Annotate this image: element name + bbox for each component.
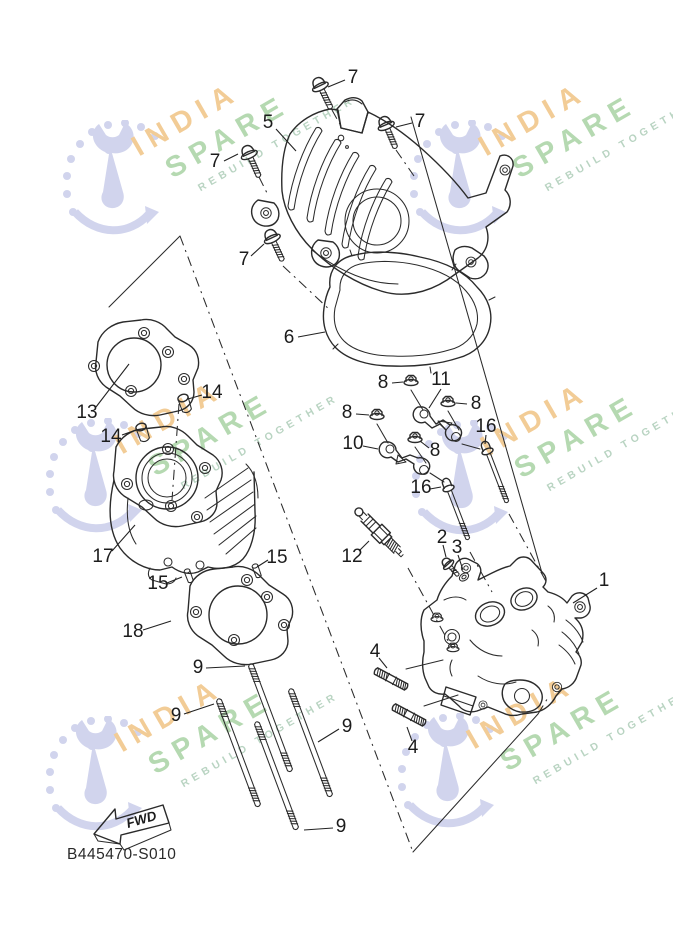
part-number-callout: 7 [238, 249, 250, 270]
part-number-callout: 16 [410, 477, 432, 498]
part-number-callout: 9 [170, 705, 182, 726]
part-number-callout: 14 [201, 382, 223, 403]
drawing-code: B445470-S010 [67, 846, 177, 863]
stud-bolt-short [438, 438, 514, 543]
part-number-callout: 9 [192, 657, 204, 678]
part-number-callout: 11 [431, 369, 451, 390]
part-number-callout: 7 [209, 151, 221, 172]
part-number-callout: 9 [335, 816, 347, 837]
leader-lines [95, 79, 598, 831]
cylinder [109, 425, 259, 585]
washer [458, 572, 470, 582]
spark-plug [354, 507, 404, 558]
part-number-callout: 4 [369, 641, 381, 662]
part-number-callout: 4 [407, 737, 419, 758]
axis-lines [108, 109, 550, 853]
part-number-callout: 9 [341, 716, 353, 737]
part-number-callout: 7 [347, 67, 359, 88]
part-number-callout: 12 [341, 546, 363, 567]
part-number-callout: 8 [470, 393, 482, 414]
part-number-callout: 8 [429, 440, 441, 461]
part-number-callout: 3 [451, 537, 463, 558]
dowel-pin [134, 392, 194, 444]
head-bolt [372, 666, 428, 728]
part-number-callout: 8 [377, 372, 389, 393]
part-number-callout: 13 [76, 402, 98, 423]
stud-bolt-long [215, 662, 334, 831]
bracket-upper [412, 406, 463, 443]
part-number-callout: 2 [436, 527, 448, 548]
part-number-callout: 5 [262, 112, 274, 133]
part-number-callout: 15 [266, 547, 288, 568]
part-number-callout: 16 [475, 416, 497, 437]
part-number-callout: 1 [598, 570, 610, 591]
part-number-callout: 6 [283, 327, 295, 348]
head-cover-gasket [322, 249, 496, 374]
part-number-callout: 15 [147, 573, 169, 594]
cylinder-head-gasket [87, 318, 200, 417]
part-number-callout: 17 [92, 546, 114, 567]
fwd-arrow [93, 804, 172, 851]
part-number-callout: 8 [341, 402, 353, 423]
part-number-callout: 10 [342, 433, 364, 454]
cylinder-base-gasket [186, 565, 294, 666]
cylinder-head-cover [250, 97, 514, 295]
cylinder-head [420, 556, 591, 717]
bracket-lower [378, 441, 431, 476]
part-number-callout: 7 [414, 111, 426, 132]
part-number-callout: 18 [122, 621, 144, 642]
part-number-callout: 14 [100, 426, 122, 447]
